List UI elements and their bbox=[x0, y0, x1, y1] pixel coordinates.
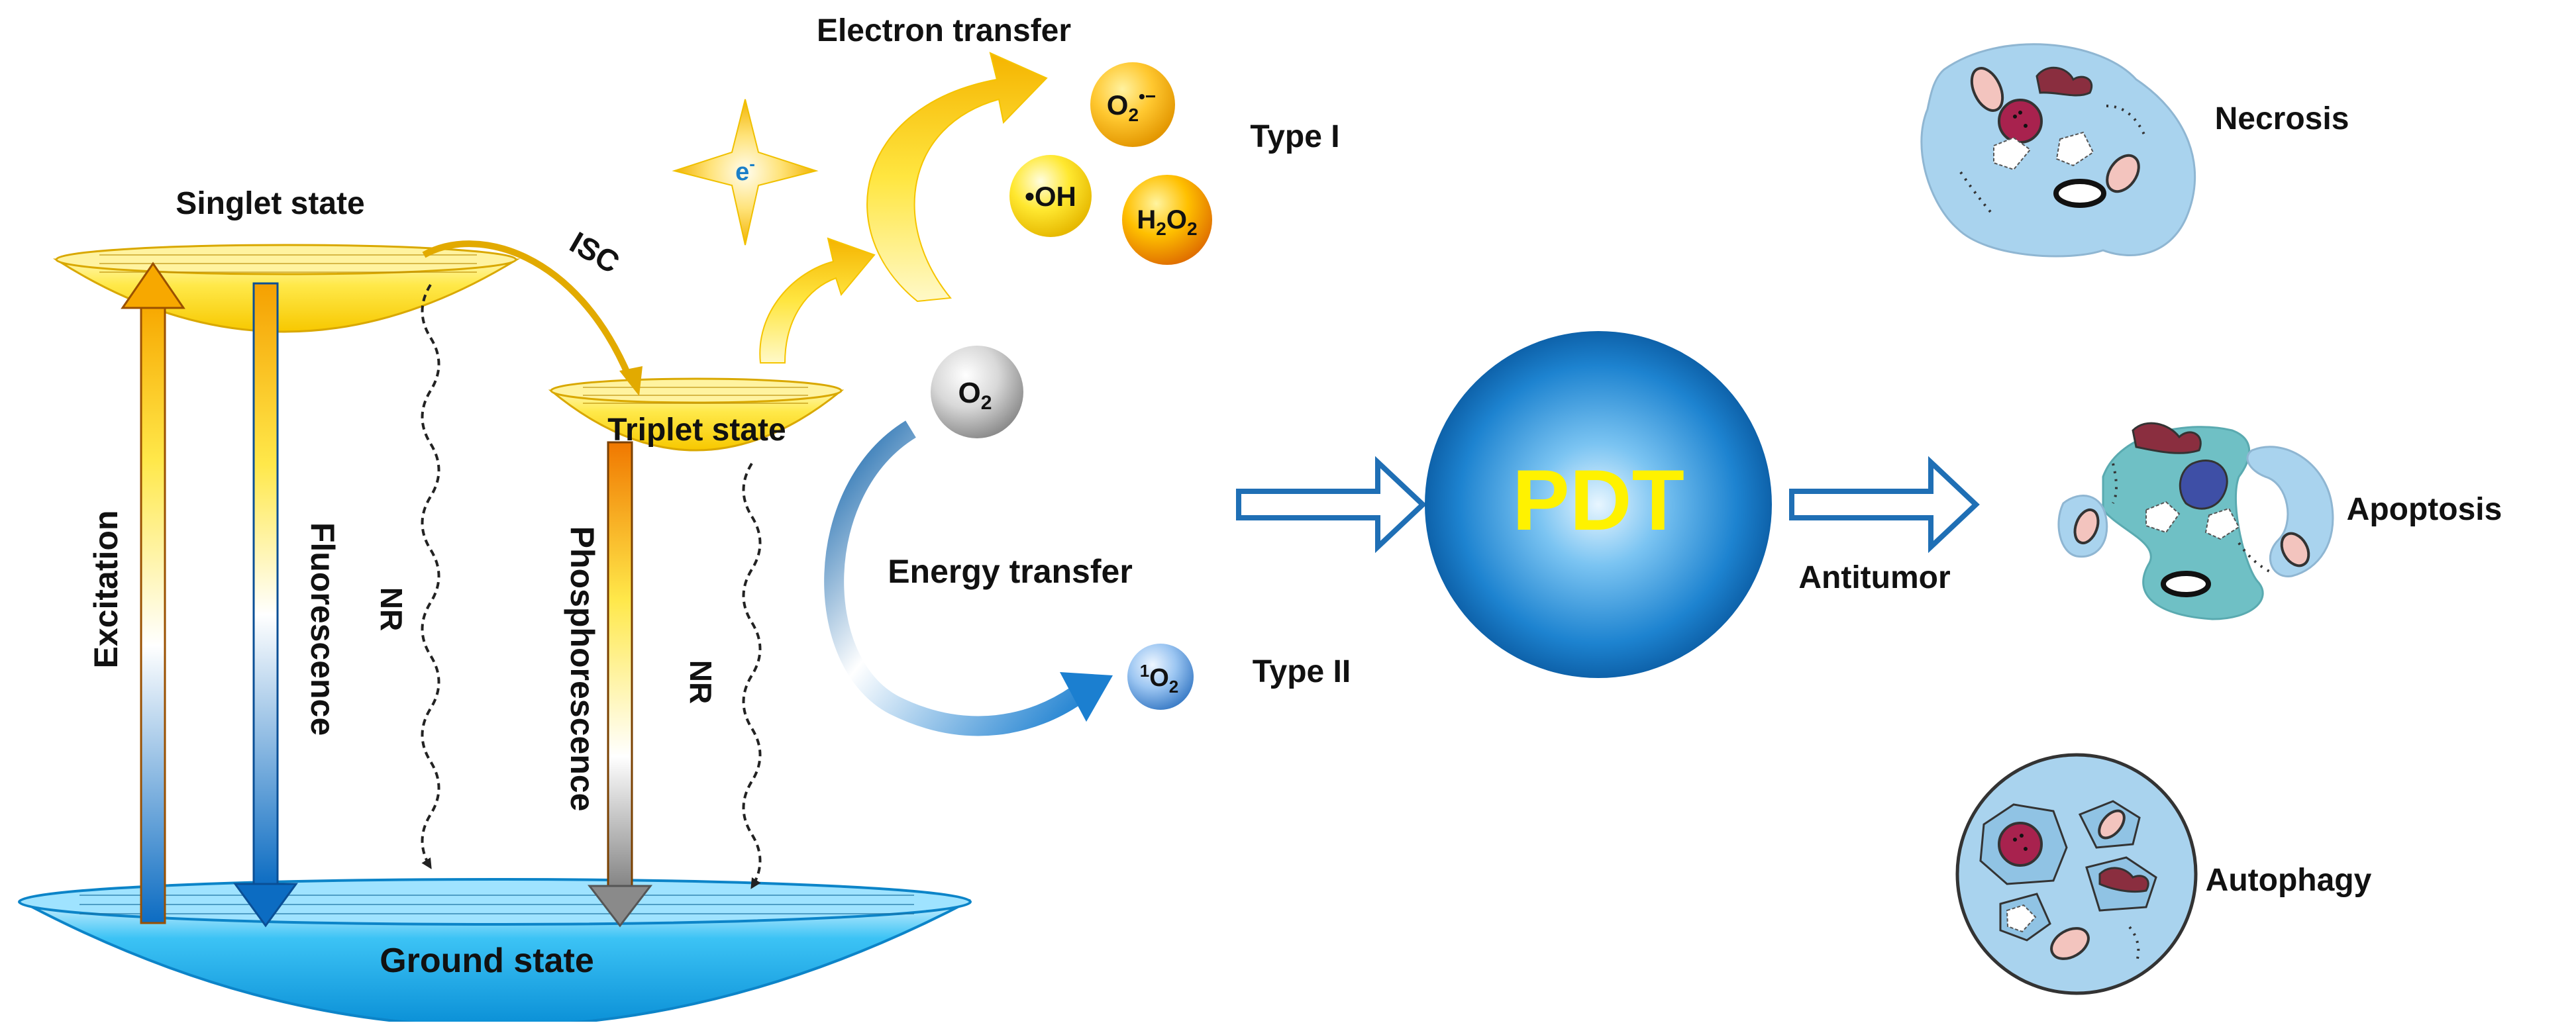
singlet-oxygen-label: 1O2 bbox=[1140, 661, 1179, 697]
isc-label: ISC bbox=[564, 224, 625, 279]
apoptosis-label: Apoptosis bbox=[2347, 492, 2502, 527]
electron-star-icon bbox=[672, 99, 819, 246]
nr-wavy-line-2 bbox=[742, 462, 762, 889]
pdt-input-arrow bbox=[1236, 456, 1427, 554]
electron-symbol: e- bbox=[735, 154, 755, 186]
phosphorescence-arrow bbox=[587, 441, 653, 928]
peroxide-ball bbox=[1122, 175, 1212, 265]
oxygen-label: O2 bbox=[958, 377, 992, 414]
oxygen-ball bbox=[931, 346, 1023, 438]
apoptosis-cell-icon bbox=[2057, 422, 2334, 620]
type2-label: Type II bbox=[1253, 654, 1351, 689]
hydroxyl-label: •OH bbox=[1025, 181, 1076, 212]
autophagy-label: Autophagy bbox=[2206, 863, 2372, 898]
isc-arrow-head bbox=[619, 366, 643, 396]
pdt-label: PDT bbox=[1512, 452, 1684, 548]
ground-state-label: Ground state bbox=[380, 942, 594, 980]
superoxide-label: O2•− bbox=[1107, 86, 1156, 125]
excitation-arrow bbox=[121, 262, 185, 924]
nr-label-1: NR bbox=[374, 587, 409, 631]
fluorescence-label: Fluorescence bbox=[304, 522, 341, 736]
energy-transfer-arrow-head bbox=[1060, 672, 1113, 722]
energy-transfer-label: Energy transfer bbox=[888, 553, 1133, 590]
necrosis-cell-icon bbox=[1920, 43, 2196, 258]
fluorescence-arrow bbox=[233, 282, 298, 928]
singlet-oxygen-ball bbox=[1127, 644, 1194, 710]
singlet-state-label: Singlet state bbox=[176, 186, 364, 221]
nr-wavy-line-1 bbox=[421, 283, 440, 869]
type1-small-arrow bbox=[759, 237, 876, 364]
antitumor-label: Antitumor bbox=[1798, 560, 1950, 595]
singlet-state-level bbox=[52, 244, 521, 333]
pdt-output-arrow bbox=[1789, 456, 1980, 554]
pdt-circle bbox=[1425, 331, 1772, 678]
ground-state-level bbox=[18, 878, 972, 1025]
peroxide-label: H2O2 bbox=[1137, 205, 1197, 239]
nr-label-2: NR bbox=[684, 660, 718, 704]
energy-transfer-arrow bbox=[824, 420, 1082, 736]
triplet-state-label: Triplet state bbox=[607, 413, 786, 448]
electron-transfer-label: Electron transfer bbox=[817, 13, 1071, 48]
triplet-state-level bbox=[548, 377, 845, 452]
phosphorescence-label: Phosphorescence bbox=[564, 526, 601, 812]
isc-arrow bbox=[422, 240, 633, 379]
necrosis-label: Necrosis bbox=[2215, 101, 2349, 136]
electron-transfer-arrow bbox=[866, 52, 1048, 303]
type1-label: Type I bbox=[1250, 119, 1339, 154]
hydroxyl-ball bbox=[1009, 155, 1092, 237]
autophagy-cell-icon bbox=[1955, 753, 2198, 995]
superoxide-ball bbox=[1090, 62, 1175, 147]
excitation-label: Excitation bbox=[87, 511, 125, 669]
